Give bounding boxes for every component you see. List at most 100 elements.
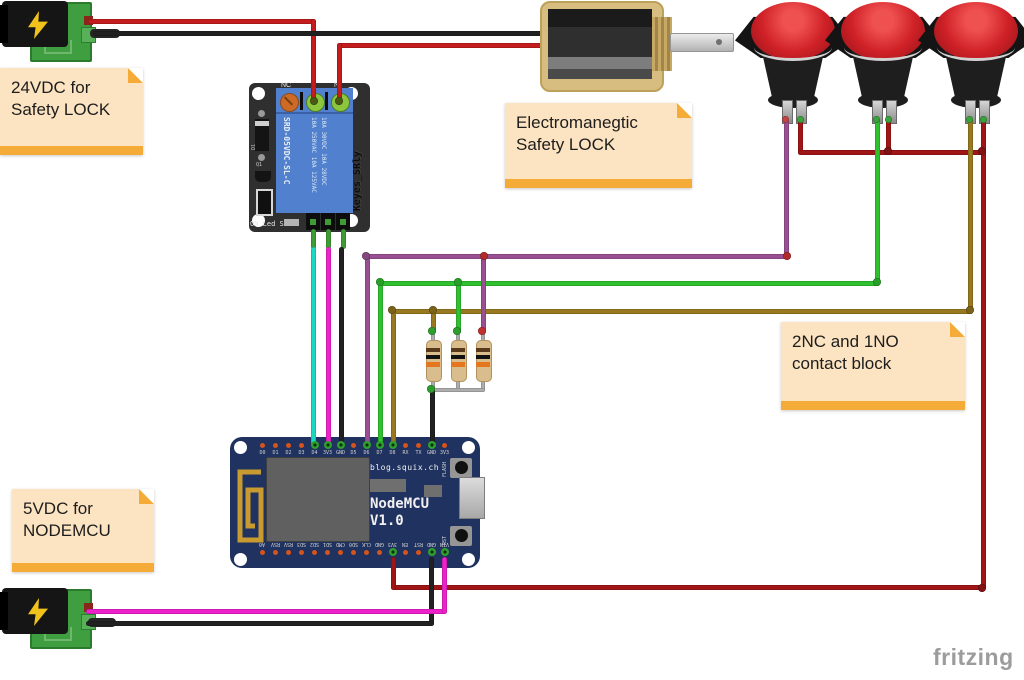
wire-btn1-common-v[interactable] (798, 118, 803, 155)
pin-d6[interactable]: D6 (360, 441, 373, 456)
pin-sd2[interactable]: SD2 (308, 541, 321, 556)
wire-relay-vcc-magenta[interactable] (326, 247, 331, 447)
pin-d3[interactable]: D3 (295, 441, 308, 456)
wire-relay-signal-cyan[interactable] (311, 247, 316, 447)
pin-en[interactable]: EN (399, 541, 412, 556)
pin-vin[interactable]: VIN (438, 541, 451, 556)
wire-purple-to-resistor[interactable] (481, 254, 486, 334)
usb-connector[interactable] (459, 477, 485, 519)
pin-d1[interactable]: D1 (269, 441, 282, 456)
note-lock[interactable]: Electromanegtic Safety LOCK (505, 103, 692, 188)
pin-3v3[interactable]: 3V3 (438, 441, 451, 456)
pin-d7[interactable]: D7 (373, 441, 386, 456)
wire-btn1-purple-h[interactable] (365, 254, 789, 259)
pin-d4[interactable]: D4 (308, 441, 321, 456)
pin-dot[interactable] (402, 441, 410, 449)
button-terminal[interactable] (886, 100, 897, 124)
pin-3v3[interactable]: 3V3 (386, 541, 399, 556)
pin-dot[interactable] (375, 441, 384, 449)
wire-btn2-common-v[interactable] (886, 118, 891, 155)
note-contact-block[interactable]: 2NC and 1NO contact block (781, 322, 965, 410)
pin-gnd[interactable]: GND (373, 541, 386, 556)
wire-btn1-purple-v[interactable] (784, 118, 789, 259)
pin-dot[interactable] (298, 441, 306, 449)
pin-dot[interactable] (323, 441, 332, 449)
pin-rsv[interactable]: RSV (269, 541, 282, 556)
wire-5v-neg-v[interactable] (429, 557, 434, 626)
pin-dot[interactable] (427, 548, 436, 556)
solenoid-plunger[interactable] (670, 33, 734, 52)
pin-dot[interactable] (402, 548, 410, 556)
wire-btn3-common-v[interactable] (981, 118, 986, 590)
wire-purple-to-d6[interactable] (365, 254, 370, 448)
pin-dot[interactable] (441, 441, 449, 449)
pin-rsv[interactable]: RSV (282, 541, 295, 556)
pin-dot[interactable] (427, 441, 436, 449)
pin-dot[interactable] (311, 548, 319, 556)
pin-cmd[interactable]: CMD (334, 541, 347, 556)
pin-dot[interactable] (363, 548, 371, 556)
pin-dot[interactable] (272, 441, 280, 449)
pin-sd1[interactable]: SD1 (321, 541, 334, 556)
pin-dot[interactable] (272, 548, 280, 556)
pin-d0[interactable]: D0 (256, 441, 269, 456)
wire-5v-pos-h[interactable] (86, 609, 447, 614)
wire-btn-common-h[interactable] (798, 150, 986, 155)
pin-dot[interactable] (388, 548, 397, 556)
jack-positive-terminal[interactable] (84, 603, 93, 612)
wire-5v-pos-v[interactable] (442, 557, 447, 614)
pin-dot[interactable] (336, 441, 345, 449)
wire-btn3-brown-h[interactable] (391, 309, 973, 314)
pin-sd3[interactable]: SD3 (295, 541, 308, 556)
pin-3v3[interactable]: 3V3 (321, 441, 334, 456)
pin-dot[interactable] (415, 441, 423, 449)
pin-clk[interactable]: CLK (360, 541, 373, 556)
wire-24v-pos-v[interactable] (311, 19, 316, 102)
pin-dot[interactable] (440, 548, 449, 556)
wire-green-to-d7[interactable] (378, 281, 383, 448)
note-5vdc[interactable]: 5VDC for NODEMCU (12, 489, 154, 572)
pin-d5[interactable]: D5 (347, 441, 360, 456)
pin-dot[interactable] (388, 441, 397, 449)
pin-d2[interactable]: D2 (282, 441, 295, 456)
reset-button-cap[interactable] (455, 529, 468, 542)
pin-gnd[interactable]: GND (334, 441, 347, 456)
wire-green-to-resistor[interactable] (456, 281, 461, 334)
wire-relay-gnd-black[interactable] (339, 247, 344, 449)
pin-gnd[interactable]: GND (425, 441, 438, 456)
wire-brown-to-d8[interactable] (391, 309, 396, 448)
pin-dot[interactable] (337, 548, 345, 556)
pin-rst[interactable]: RST (412, 541, 425, 556)
flash-button-cap[interactable] (455, 461, 468, 474)
relay-pin[interactable] (340, 219, 346, 225)
pin-dot[interactable] (376, 548, 384, 556)
wire-resistors-gnd[interactable] (430, 388, 435, 446)
wire-btn2-green-v[interactable] (875, 118, 880, 286)
pin-dot[interactable] (324, 548, 332, 556)
wire-common-to-3v3-v[interactable] (391, 557, 396, 590)
wire-lock-pos-h[interactable] (337, 43, 547, 48)
pin-dot[interactable] (259, 548, 267, 556)
wire-btn2-green-h[interactable] (378, 281, 880, 286)
pin-dot[interactable] (259, 441, 267, 449)
pin-dot[interactable] (350, 548, 358, 556)
wire-common-to-3v3-h[interactable] (391, 585, 986, 590)
pin-sd0[interactable]: SD0 (347, 541, 360, 556)
pin-dot[interactable] (350, 441, 358, 449)
pin-dot[interactable] (285, 441, 293, 449)
pin-dot[interactable] (415, 548, 423, 556)
wire-24v-pos-h[interactable] (88, 19, 316, 24)
note-24vdc[interactable]: 24VDC for Safety LOCK (0, 68, 143, 155)
wire-btn3-brown-v[interactable] (968, 118, 973, 314)
wire-brown-to-resistor[interactable] (431, 309, 436, 334)
wire-5v-neg-h[interactable] (86, 621, 434, 626)
wire-24v-neg-h[interactable] (93, 31, 545, 36)
relay-pin[interactable] (310, 219, 316, 225)
relay-pin[interactable] (325, 219, 331, 225)
pin-dot[interactable] (298, 548, 306, 556)
pin-a0[interactable]: A0 (256, 541, 269, 556)
pin-dot[interactable] (362, 441, 371, 449)
pin-d8[interactable]: D8 (386, 441, 399, 456)
pin-dot[interactable] (285, 548, 293, 556)
